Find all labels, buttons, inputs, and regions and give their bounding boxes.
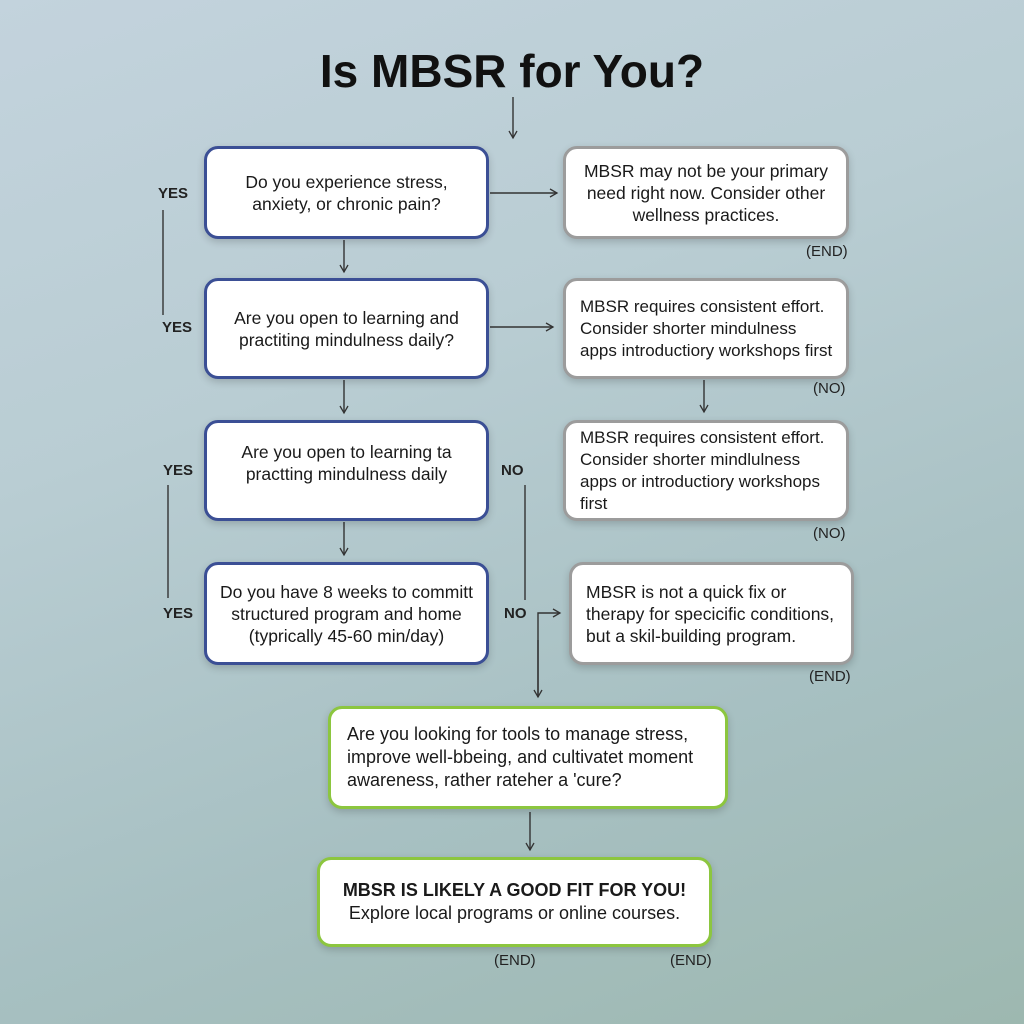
question-text: Are you open to learning ta practting mi… xyxy=(241,442,452,484)
yes-label: YES xyxy=(163,605,194,622)
question-box-1: Do you experience stress, anxiety, or ch… xyxy=(204,146,489,239)
question-text: Are you looking for tools to manage stre… xyxy=(347,724,694,790)
result-text: MBSR requires consistent effort. Conside… xyxy=(580,427,825,513)
result-box-1: MBSR may not be your primary need right … xyxy=(563,146,849,239)
question-text: Do you experience stress, anxiety, or ch… xyxy=(245,171,448,214)
no-result-label: (NO) xyxy=(813,380,846,397)
end-label: (END) xyxy=(494,952,536,969)
end-label: (END) xyxy=(809,668,851,685)
question-box-5: Are you looking for tools to manage stre… xyxy=(328,706,728,809)
result-box-3: MBSR requires consistent effort. Conside… xyxy=(563,420,849,521)
end-label: (END) xyxy=(670,952,712,969)
final-result-box: MBSR IS LIKELY A GOOD FIT FOR YOU! Explo… xyxy=(317,857,712,947)
no-label: NO xyxy=(504,605,527,622)
question-box-4: Do you have 8 weeks to committ structure… xyxy=(204,562,489,665)
result-text: MBSR is not a quick fix or therapy for s… xyxy=(586,581,835,646)
end-label: (END) xyxy=(806,243,848,260)
result-box-2: MBSR requires consistent effort. Conside… xyxy=(563,278,849,379)
question-box-2: Are you open to learning and practiting … xyxy=(204,278,489,379)
page-title: Is MBSR for You? xyxy=(319,45,705,97)
yes-label: YES xyxy=(158,185,189,202)
result-text: MBSR may not be your primary need right … xyxy=(583,160,829,225)
question-box-3: Are you open to learning ta practting mi… xyxy=(204,420,489,521)
yes-label: YES xyxy=(163,462,194,479)
result-box-4: MBSR is not a quick fix or therapy for s… xyxy=(569,562,854,665)
final-text: Explore local programs or online courses… xyxy=(348,903,681,923)
no-result-label: (NO) xyxy=(813,525,846,542)
yes-label: YES xyxy=(162,319,193,336)
arrow-no-r4 xyxy=(537,608,562,697)
no-label: NO xyxy=(501,462,524,479)
result-text: MBSR requires consistent effort. Conside… xyxy=(580,296,833,360)
final-heading: MBSR IS LIKELY A GOOD FIT FOR YOU! xyxy=(342,880,687,900)
question-text: Are you open to learning and practiting … xyxy=(234,307,459,350)
question-text: Do you have 8 weeks to committ structure… xyxy=(220,581,473,646)
